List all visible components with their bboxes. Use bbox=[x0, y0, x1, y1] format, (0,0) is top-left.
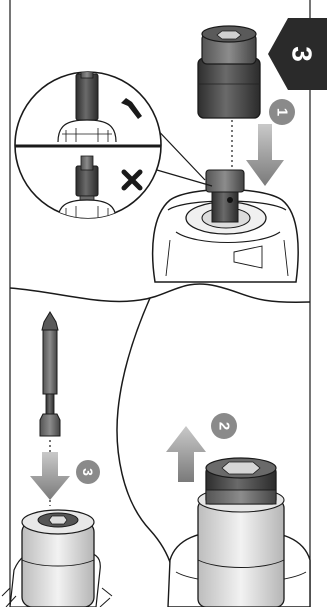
arrow-up-icon bbox=[166, 426, 206, 482]
square-drive-adapter bbox=[205, 169, 245, 223]
step-1-number: 1 bbox=[274, 108, 291, 116]
page-number-text: 3 bbox=[287, 46, 318, 62]
x-mark-icon bbox=[121, 169, 143, 191]
panel-divider-upper bbox=[9, 283, 311, 304]
page-number-badge: 3 bbox=[268, 18, 327, 90]
inset-incorrect-example bbox=[57, 155, 117, 218]
socket-adapter-bottom bbox=[205, 457, 277, 505]
drill-chuck-bottom-left bbox=[1, 509, 113, 607]
step-3-number: 3 bbox=[80, 468, 96, 476]
screwdriver-bit bbox=[39, 311, 61, 437]
step-2-number: 2 bbox=[216, 422, 233, 430]
arrow-down-icon bbox=[246, 124, 284, 186]
step-3-marker: 3 bbox=[76, 460, 100, 484]
step-1-marker: 1 bbox=[269, 99, 295, 125]
panel-divider-lower bbox=[116, 297, 176, 607]
detail-inset bbox=[14, 71, 162, 219]
drill-chuck-bottom-right bbox=[167, 487, 311, 607]
socket-adapter-top bbox=[197, 25, 261, 119]
check-mark-icon bbox=[121, 98, 142, 119]
inset-correct-example bbox=[57, 72, 117, 143]
step-2-marker: 2 bbox=[211, 413, 237, 439]
arrow-down-icon bbox=[30, 452, 70, 500]
